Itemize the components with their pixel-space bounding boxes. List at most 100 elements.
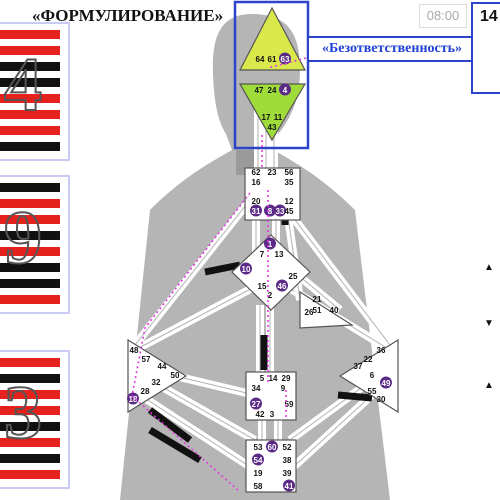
gate-label: 9: [281, 384, 286, 393]
g-center: [231, 234, 311, 311]
gate-label: 29: [282, 374, 291, 383]
page-title: «ФОРМУЛИРОВАНИЕ»: [32, 6, 224, 25]
gate-label: 16: [252, 178, 261, 187]
time-field[interactable]: 08:00: [419, 4, 467, 28]
gate-label: 25: [289, 272, 298, 281]
channel-edge: [149, 379, 256, 441]
gate-marker: [250, 397, 262, 410]
channel-edge: [134, 199, 251, 346]
channel: [276, 197, 394, 348]
hexagram-line: [0, 470, 60, 479]
hexagram-line: [0, 215, 60, 224]
hexagram-line: [0, 374, 60, 383]
number-value: 14: [480, 8, 498, 25]
gate-label: 17: [262, 113, 271, 122]
channel: [133, 281, 260, 354]
channel: [131, 197, 254, 348]
channel-edge: [289, 379, 373, 441]
gate-label: 34: [252, 384, 261, 393]
hexagram-line: [0, 247, 60, 256]
gate-label: 31: [252, 207, 261, 216]
hexagram-line: [0, 142, 60, 151]
gate-label: 52: [283, 443, 292, 452]
channel: [148, 376, 257, 444]
hexagram-line: [0, 126, 60, 135]
gate-label: 6: [370, 371, 375, 380]
gate-label: 50: [171, 371, 180, 380]
gate-label: 37: [354, 362, 363, 371]
hexagram-digit: 9: [3, 195, 43, 281]
gate-label: 23: [268, 168, 277, 177]
gate-label: 26: [305, 308, 314, 317]
gate-label: 62: [252, 168, 261, 177]
gate-marker: [240, 262, 252, 275]
gate-label: 3: [270, 410, 275, 419]
gate-marker: [252, 453, 264, 466]
gate-label: 40: [330, 306, 339, 315]
gate-label: 11: [274, 113, 283, 122]
gate-label: 12: [285, 197, 294, 206]
active-channel: [337, 391, 373, 402]
gate-label: 38: [283, 456, 292, 465]
number-field[interactable]: 14: [471, 2, 500, 94]
hexagram-line: [0, 199, 60, 208]
gate-label: 15: [258, 282, 267, 291]
gate-marker: [274, 204, 286, 217]
spleen-center: [127, 338, 188, 414]
hexagram-2: 9: [0, 175, 70, 314]
channel-edge: [279, 199, 391, 346]
gate-label: 5: [260, 374, 265, 383]
hexagram-line: [0, 358, 60, 367]
gate-label: 14: [269, 374, 278, 383]
gate-label: 53: [254, 443, 263, 452]
gate-label: 48: [130, 346, 139, 355]
channel: [287, 376, 375, 444]
hexagram-line: [0, 78, 60, 87]
hexagram-3: 3: [0, 350, 70, 489]
hexagram-line: [0, 94, 60, 103]
nav-down-button[interactable]: ▼: [484, 318, 494, 329]
channel: [287, 392, 375, 473]
hexagram-digit: 3: [3, 370, 43, 456]
gate-label: 59: [285, 400, 294, 409]
gate-label: 36: [377, 346, 386, 355]
gate-label: 4: [283, 86, 288, 95]
sacral-center: [245, 371, 297, 421]
active-channel: [147, 407, 193, 443]
gate-label: 47: [255, 86, 264, 95]
hexagram-digit: 4: [3, 42, 43, 128]
gate-label: 57: [142, 355, 151, 364]
gate-label: 46: [278, 282, 287, 291]
gate-label: 64: [256, 55, 265, 64]
channel: [137, 391, 258, 474]
gate-marker: [127, 392, 139, 405]
hexagram-line: [0, 263, 60, 272]
nav-up2-button[interactable]: ▲: [484, 380, 494, 391]
hexagram-line: [0, 422, 60, 431]
hexagram-line: [0, 62, 60, 71]
active-channel: [204, 261, 241, 276]
gate-label: 54: [254, 456, 263, 465]
gate-label: 1: [268, 240, 273, 249]
hexagram-line: [0, 110, 60, 119]
gate-label: 21: [313, 295, 322, 304]
gate-label: 27: [252, 400, 261, 409]
gate-label: 45: [285, 207, 294, 216]
gate-label: 10: [242, 265, 251, 274]
hexagram-line: [0, 183, 60, 192]
gate-label: 8: [268, 207, 273, 216]
gate-label: 32: [152, 378, 161, 387]
activation-paths: [131, 57, 307, 493]
hexagram-line: [0, 295, 60, 304]
nav-up-button[interactable]: ▲: [484, 262, 494, 273]
gate-callout: «Безответственность»: [307, 36, 477, 62]
gate-label: 2: [268, 291, 273, 300]
gate-label: 35: [285, 178, 294, 187]
gate-label: 24: [268, 86, 277, 95]
gate-marker: [283, 479, 295, 492]
hexagram-line: [0, 231, 60, 240]
gate-label: 39: [283, 469, 292, 478]
gate-label: 44: [158, 362, 167, 371]
gate-label: 63: [281, 55, 290, 64]
